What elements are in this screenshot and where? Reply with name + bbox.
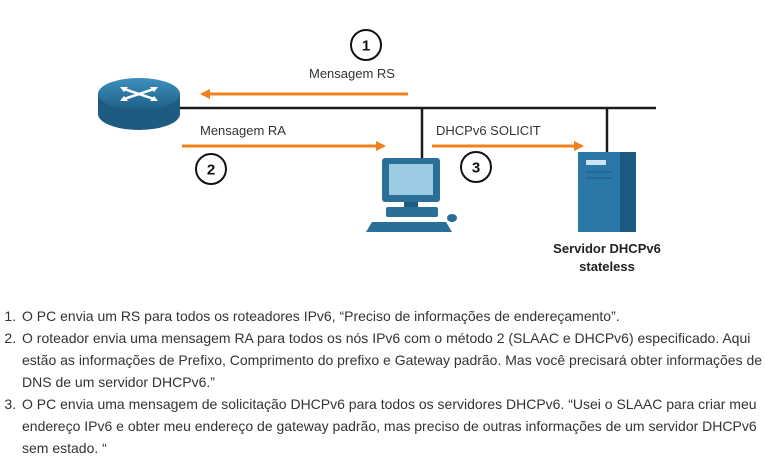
- ra-message-label: Mensagem RA: [200, 123, 286, 138]
- pc-icon: [366, 158, 457, 232]
- network-diagram: Mensagem RS Mensagem RA DHCPv6 SOLICIT S…: [98, 29, 661, 274]
- server-name-label: Servidor DHCPv6: [553, 241, 661, 256]
- list-item: O PC envia um RS para todos os roteadore…: [20, 305, 765, 327]
- server-icon: [578, 152, 636, 232]
- server-name-sublabel: stateless: [579, 259, 635, 274]
- rs-message-label: Mensagem RS: [309, 66, 395, 81]
- dhcp-solicit-label: DHCPv6 SOLICIT: [436, 123, 541, 138]
- step-marker-1: 1: [350, 29, 382, 61]
- router-icon: [98, 78, 180, 130]
- svg-text:1: 1: [362, 38, 370, 55]
- svg-text:3: 3: [472, 160, 480, 177]
- list-item: O roteador envia uma mensagem RA para to…: [20, 327, 765, 393]
- steps-list: O PC envia um RS para todos os roteadore…: [0, 305, 765, 459]
- step-marker-2: 2: [195, 153, 227, 185]
- list-item: O PC envia uma mensagem de solicitação D…: [20, 393, 765, 459]
- step-marker-3: 3: [460, 151, 492, 183]
- svg-text:2: 2: [207, 162, 215, 179]
